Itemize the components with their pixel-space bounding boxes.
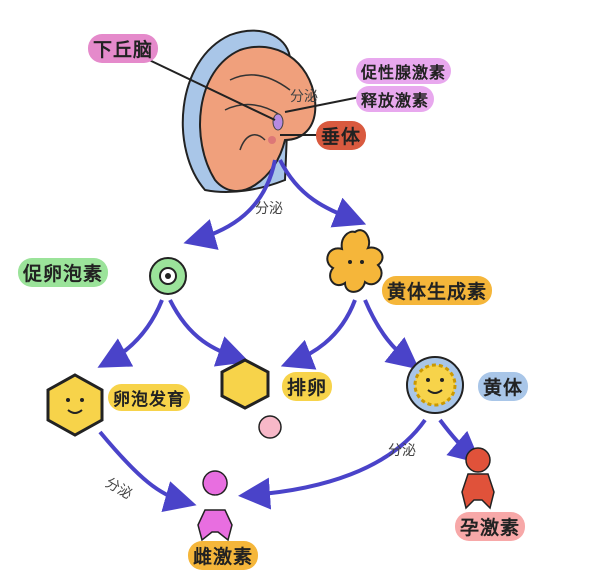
label-corpus-luteum: 黄体 — [478, 372, 529, 401]
label-hypothalamus: 下丘脑 — [88, 34, 159, 63]
secrete-label-2: 分泌 — [255, 201, 283, 217]
label-lh: 黄体生成素 — [382, 276, 493, 305]
brain-illustration — [181, 29, 317, 193]
label-gnrh-line1: 促性腺激素 — [356, 58, 452, 84]
label-ovulation: 排卵 — [282, 372, 333, 401]
arrow-to-lh — [278, 159, 367, 228]
label-progesterone: 孕激素 — [455, 512, 526, 541]
arrow-to-fsh — [183, 159, 277, 250]
arrows — [97, 159, 482, 513]
arrow-follicle-estrogen — [98, 430, 197, 513]
arrow-lh-ovulation — [280, 299, 357, 370]
label-estrogen: 雌激素 — [188, 541, 259, 570]
ovulation-hexagon — [220, 358, 282, 439]
corpus-luteum-sun — [406, 356, 464, 414]
label-fsh: 促卵泡素 — [18, 258, 109, 287]
follicle-hexagon — [46, 373, 104, 437]
secrete-label-1: 分泌 — [290, 89, 318, 105]
progesterone-figure — [461, 447, 495, 510]
green-follicle-cell — [149, 257, 187, 295]
arrow-fsh-follicle — [97, 299, 164, 368]
estrogen-figure — [197, 470, 233, 542]
label-gnrh-line2: 释放激素 — [356, 86, 435, 112]
label-follicle-development: 卵泡发育 — [108, 384, 190, 411]
arrow-corpus-progesterone — [438, 418, 482, 464]
label-pituitary: 垂体 — [316, 121, 367, 150]
arrow-fsh-ovulation — [168, 299, 250, 367]
arrow-lh-corpus — [363, 299, 420, 370]
lh-flower — [326, 229, 384, 293]
secrete-label-3: 分泌 — [388, 443, 416, 459]
pointer-lines — [144, 57, 361, 136]
arrow-corpus-estrogen — [238, 418, 427, 510]
